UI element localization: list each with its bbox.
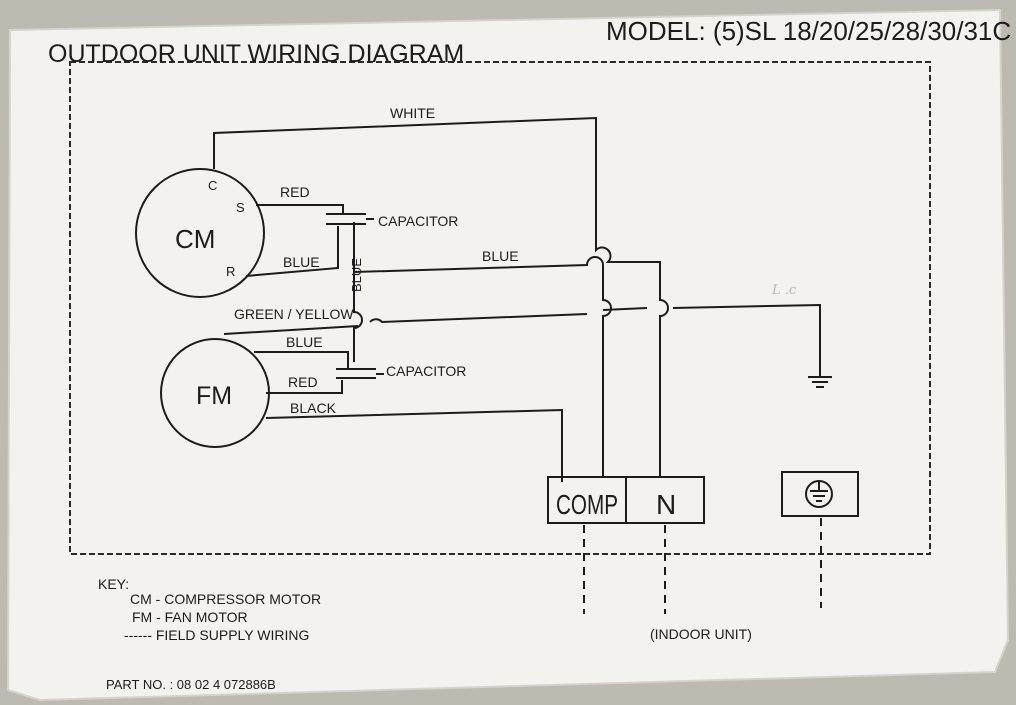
key-fm: FM - FAN MOTOR <box>132 609 248 625</box>
field-supply-wiring <box>583 518 822 614</box>
blue-wire-to-comp <box>353 256 612 476</box>
fan-capacitor-label: CAPACITOR <box>386 363 466 379</box>
blue-wire-fm <box>254 351 349 368</box>
white-wire <box>213 116 669 476</box>
compressor-motor: CM C S R <box>135 168 265 298</box>
terminal-c-label: C <box>208 178 217 193</box>
red-wire-fm-label: RED <box>288 374 318 390</box>
diagram-title: OUTDOOR UNIT WIRING DIAGRAM <box>48 40 464 68</box>
key-title: KEY: <box>98 576 129 592</box>
red-wire-cm <box>256 204 344 214</box>
handwritten-scribble: L .c <box>771 283 797 298</box>
fan-motor: FM <box>160 338 270 448</box>
blue-wire-cm-label: BLUE <box>283 254 320 270</box>
blue-wire-cm <box>245 226 339 277</box>
indoor-unit-label: (INDOOR UNIT) <box>650 626 752 642</box>
key-field-supply: ------ FIELD SUPPLY WIRING <box>124 627 309 643</box>
legend-key: KEY: CM - COMPRESSOR MOTOR FM - FAN MOTO… <box>98 576 321 643</box>
blue-vertical-wire <box>353 222 363 362</box>
key-cm: CM - COMPRESSOR MOTOR <box>130 591 321 607</box>
blue-wire-fm-label: BLUE <box>286 334 323 350</box>
wiring <box>213 116 821 482</box>
terminal-n-label: N <box>656 489 676 520</box>
red-wire-fm <box>266 380 343 394</box>
white-wire-label: WHITE <box>390 105 435 121</box>
compressor-capacitor-label: CAPACITOR <box>378 213 458 229</box>
blue-vertical-label: BLUE <box>349 258 364 292</box>
blue-to-comp-label: BLUE <box>482 248 519 264</box>
terminal-s-label: S <box>236 200 245 215</box>
compressor-capacitor <box>326 213 374 225</box>
fan-capacitor <box>336 368 384 379</box>
ground-terminal <box>781 471 859 517</box>
terminal-block: COMP N <box>547 476 705 524</box>
green-yellow-label: GREEN / YELLOW <box>234 306 354 322</box>
label-sticker <box>6 8 1010 702</box>
diagram-border <box>69 61 931 555</box>
model-number: MODEL: (5)SL 18/20/25/28/30/31C <box>606 16 1011 46</box>
compressor-motor-circle <box>135 168 265 298</box>
terminal-comp-label: COMP <box>556 489 618 520</box>
fan-motor-label: FM <box>196 382 232 410</box>
black-wire <box>265 408 563 482</box>
green-yellow-wire <box>223 303 821 376</box>
compressor-motor-label: CM <box>175 224 215 254</box>
terminal-r-label: R <box>226 264 235 279</box>
terminal-n-box <box>625 476 705 524</box>
red-wire-cm-label: RED <box>280 184 310 200</box>
part-number: PART NO. : 08 02 4 072886B <box>106 677 276 692</box>
ground-symbol <box>808 376 832 388</box>
black-wire-label: BLACK <box>290 400 337 416</box>
